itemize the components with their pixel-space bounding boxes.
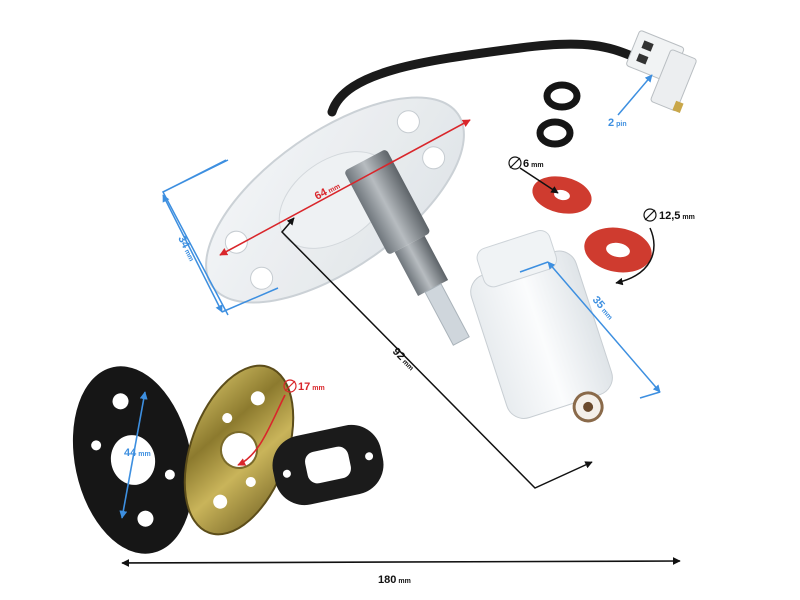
dim-line-screw-small [519,167,559,194]
dim-line-total-length [121,557,681,567]
label-rod-length: 92mm [390,346,417,373]
dim-line-pins [617,74,653,116]
connector-plug [626,30,697,113]
dim-line-plate-hole [237,394,286,466]
cable [327,39,655,117]
dim-line-flange-length [219,119,471,256]
red-washer-small [532,176,592,214]
o-ring-top [543,81,581,111]
label-flange-width: 34mm [175,234,198,263]
dim-line-flange-width [162,194,223,313]
red-washer-large [584,227,652,273]
gold-plate [183,364,295,536]
dim-line-gasket-length [119,391,148,519]
o-ring-bottom [536,118,574,148]
dim-line-rod-length [280,217,593,489]
